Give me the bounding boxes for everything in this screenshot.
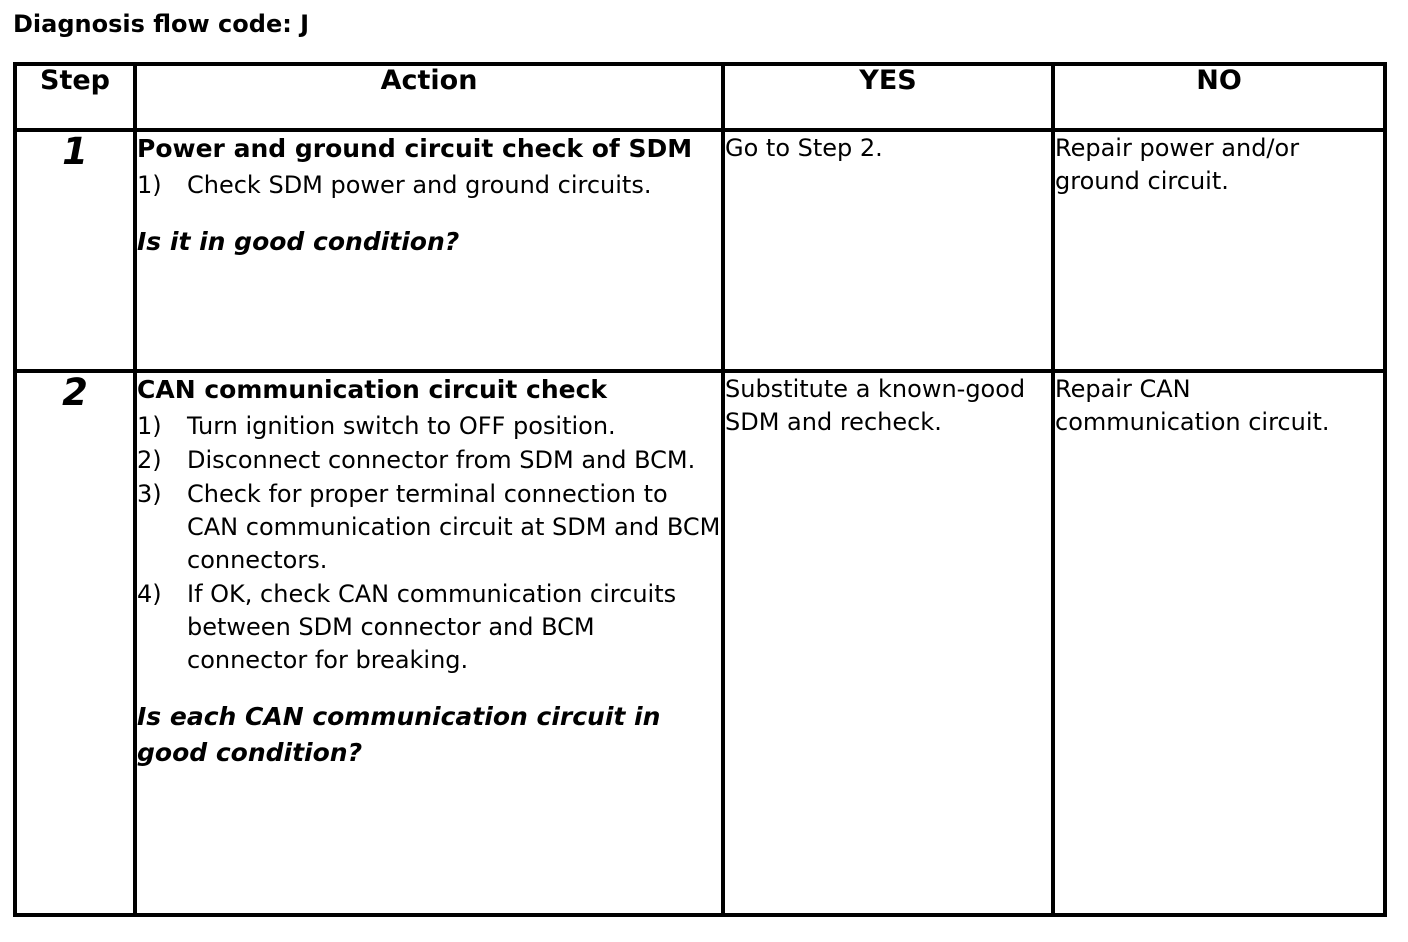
table-header-row: Step Action YES NO (13, 62, 1387, 132)
column-header-step: Step (13, 62, 137, 132)
step-number: 1 (13, 128, 137, 373)
action-question: Is it in good condition? (137, 227, 460, 256)
list-item-text: Check SDM power and ground circuits. (187, 171, 652, 199)
action-cell: CAN communication circuit check 1) Turn … (133, 369, 725, 917)
step-number: 2 (13, 369, 137, 917)
table-row: 1 Power and ground circuit check of SDM … (13, 128, 1387, 373)
action-title: Power and ground circuit check of SDM (137, 134, 693, 163)
no-cell: Repair power and/or ground circuit. (1051, 128, 1387, 373)
column-header-yes: YES (721, 62, 1055, 132)
list-item-number: 2) (137, 446, 162, 474)
list-item: 2) Disconnect connector from SDM and BCM… (137, 444, 721, 477)
action-title: CAN communication circuit check (137, 375, 608, 404)
action-question: Is each CAN communication circuit in goo… (137, 702, 661, 767)
no-text: Repair CAN communication circuit. (1055, 375, 1330, 436)
list-item: 1) Turn ignition switch to OFF position. (137, 410, 721, 443)
action-cell: Power and ground circuit check of SDM 1)… (133, 128, 725, 373)
list-item-number: 4) (137, 580, 162, 608)
list-item-text: If OK, check CAN communication circuits … (187, 580, 677, 674)
yes-text: Substitute a known-good SDM and recheck. (725, 375, 1026, 436)
list-item: 3) Check for proper terminal connection … (137, 478, 721, 577)
list-item-number: 1) (137, 412, 162, 440)
list-item: 1) Check SDM power and ground circuits. (137, 169, 721, 202)
page-title: Diagnosis flow code: J (13, 10, 310, 38)
no-text: Repair power and/or ground circuit. (1055, 134, 1300, 195)
diagnosis-flow-table: Step Action YES NO 1 Power and ground ci… (13, 62, 1387, 917)
column-header-action: Action (133, 62, 725, 132)
list-item-text: Check for proper terminal connection to … (187, 480, 721, 574)
no-cell: Repair CAN communication circuit. (1051, 369, 1387, 917)
column-header-no: NO (1051, 62, 1387, 132)
list-item-number: 3) (137, 480, 162, 508)
action-step-list: 1) Check SDM power and ground circuits. (137, 169, 721, 202)
yes-text: Go to Step 2. (725, 134, 883, 162)
yes-cell: Substitute a known-good SDM and recheck. (721, 369, 1055, 917)
table-row: 2 CAN communication circuit check 1) Tur… (13, 369, 1387, 917)
yes-cell: Go to Step 2. (721, 128, 1055, 373)
list-item-text: Disconnect connector from SDM and BCM. (187, 446, 696, 474)
list-item-number: 1) (137, 171, 162, 199)
list-item-text: Turn ignition switch to OFF position. (187, 412, 616, 440)
list-item: 4) If OK, check CAN communication circui… (137, 578, 721, 677)
action-step-list: 1) Turn ignition switch to OFF position.… (137, 410, 721, 677)
